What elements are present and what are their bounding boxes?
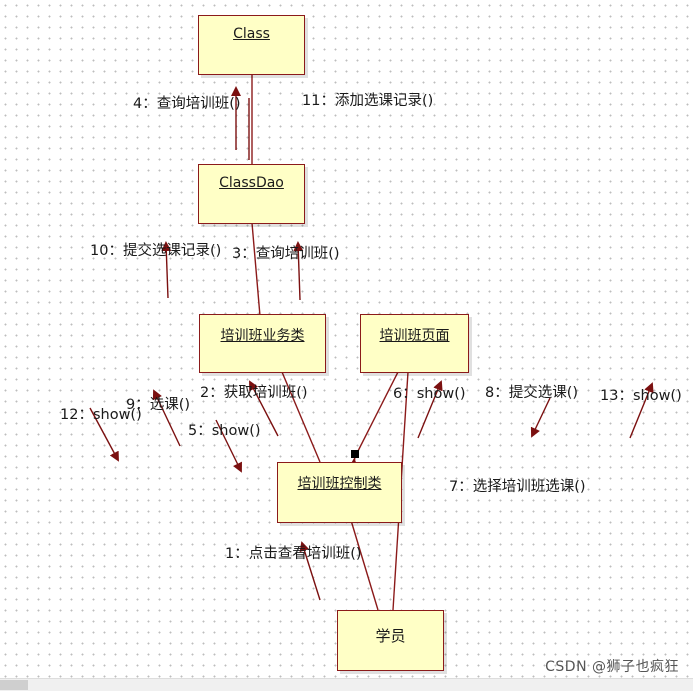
object-business-class[interactable]: 培训班业务类 (199, 314, 326, 373)
object-controller-class[interactable]: 培训班控制类 (277, 462, 402, 523)
message-11-label: 11：添加选课记录() (302, 93, 434, 109)
arrow-m3 (293, 241, 304, 301)
scrollbar-thumb[interactable] (0, 680, 28, 690)
link-page-controller (355, 371, 399, 456)
link-classdao-business (251, 222, 261, 317)
message-13-label: 13：show() (600, 388, 682, 404)
object-class[interactable]: Class (198, 15, 305, 75)
link-handle-top[interactable] (351, 450, 359, 458)
message-7-label: 7：选择培训班选课() (449, 479, 586, 495)
link-controller-student (349, 516, 379, 611)
horizontal-scrollbar[interactable] (0, 678, 693, 691)
watermark: CSDN @狮子也疯狂 (545, 659, 679, 675)
message-6-label: 6：show() (393, 386, 466, 402)
message-4-label: 4：查询培训班() (133, 96, 241, 112)
message-2-label: 2：获取培训班() (200, 385, 308, 401)
object-class-label: Class (233, 26, 270, 42)
link-business-controller (281, 371, 321, 463)
arrow-m6 (417, 380, 443, 439)
object-page-label: 培训班页面 (379, 328, 450, 344)
message-5-label: 5：show() (188, 423, 261, 439)
message-3-label: 3：查询培训班() (232, 246, 340, 262)
object-student[interactable]: 学员 (337, 610, 444, 671)
arrow-m13 (629, 382, 654, 439)
arrow-m10 (161, 241, 172, 299)
arrow-m1 (299, 541, 321, 601)
message-12-label: 12：show() (60, 407, 142, 423)
arrow-m2 (249, 380, 279, 437)
arrow-m9 (152, 389, 181, 447)
object-student-label: 学员 (375, 627, 406, 645)
message-1-label: 1：点击查看培训班() (225, 546, 362, 562)
arrow-m5 (215, 419, 242, 473)
message-8-label: 8：提交选课() (485, 385, 579, 401)
object-class-dao-label: ClassDao (219, 175, 284, 191)
arrow-m8 (530, 397, 551, 438)
arrow-m12 (89, 407, 119, 462)
object-page[interactable]: 培训班页面 (360, 314, 469, 373)
message-9-label: 9：选课() (126, 397, 191, 413)
object-class-dao[interactable]: ClassDao (198, 164, 305, 224)
object-controller-class-label: 培训班控制类 (297, 476, 382, 492)
message-10-label: 10：提交选课记录() (90, 243, 222, 259)
object-business-class-label: 培训班业务类 (220, 328, 305, 344)
